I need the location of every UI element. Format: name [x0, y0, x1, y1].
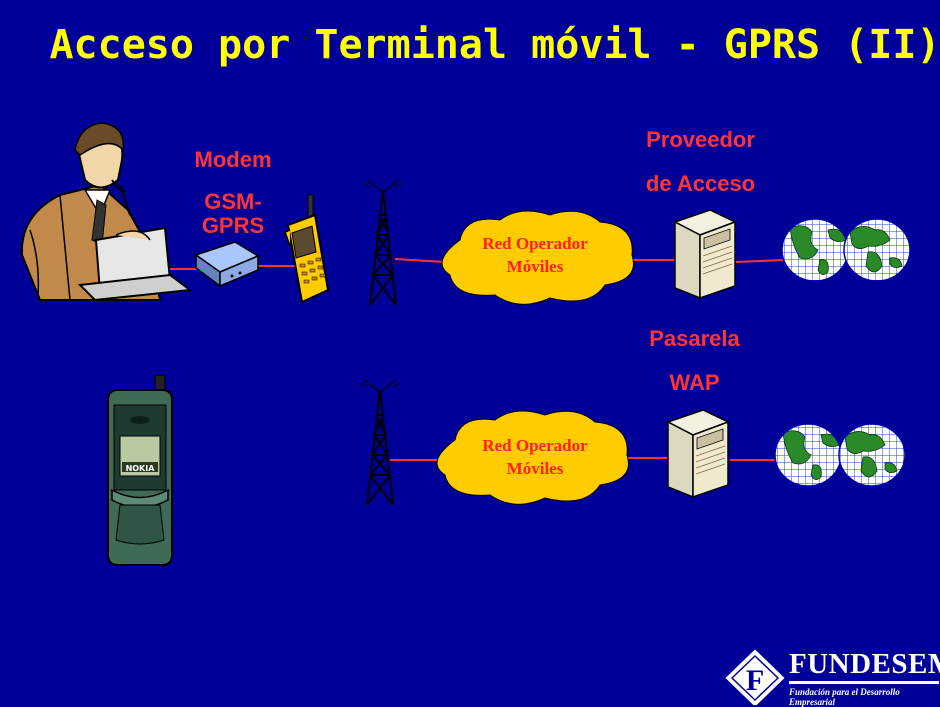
gateway-label-line2: WAP	[669, 370, 720, 395]
modem-label-line2: GSM-	[204, 189, 262, 214]
logo-subtitle: Fundación para el Desarrollo Empresarial	[789, 687, 900, 707]
provider-label: Proveedor de Acceso	[608, 118, 793, 206]
provider-label-line2: de Acceso	[645, 171, 756, 196]
access-server-icon	[673, 209, 737, 300]
modem-label-line3: GPRS	[201, 213, 265, 238]
cloud-shape	[441, 210, 634, 305]
modem-label: Modem	[178, 138, 288, 182]
internet-globe-icon	[843, 218, 911, 282]
fundesem-logo-icon: F	[722, 646, 788, 705]
modem-label-line1: Modem	[194, 147, 272, 172]
internet-globe-icon	[838, 423, 906, 487]
cloud-label-bottom: Red Operador Móviles	[445, 434, 625, 480]
gateway-label: Pasarela WAP	[612, 317, 777, 405]
modem-type-label: GSM- GPRS	[178, 190, 288, 238]
internet-globe-icon	[774, 423, 842, 487]
antenna-tower-icon	[362, 179, 404, 306]
handset-brand-text: NOKIA	[126, 464, 156, 473]
antenna-tower-icon	[359, 379, 401, 506]
cloud-bottom-line2: Móviles	[506, 459, 564, 478]
logo-name: FUNDESEM	[789, 648, 940, 680]
mobile-phone-icon	[284, 194, 330, 304]
internet-globe-icon	[781, 218, 849, 282]
cloud-top-line2: Móviles	[506, 257, 564, 276]
cloud-shape	[436, 410, 629, 505]
cloud-label-top: Red Operador Móviles	[445, 232, 625, 278]
gateway-label-line1: Pasarela	[649, 326, 740, 351]
businessman-laptop-icon	[20, 122, 193, 302]
cloud-top-line1: Red Operador	[482, 234, 588, 253]
nokia-handset-icon	[107, 374, 173, 566]
slide-title: Acceso por Terminal móvil - GPRS (II)	[49, 22, 940, 68]
cloud-bottom-line1: Red Operador	[482, 436, 588, 455]
logo-divider	[789, 681, 939, 684]
modem-icon	[194, 241, 260, 288]
wap-gateway-server-icon	[666, 409, 730, 499]
provider-label-line1: Proveedor	[646, 127, 755, 152]
svg-text:F: F	[746, 664, 764, 697]
